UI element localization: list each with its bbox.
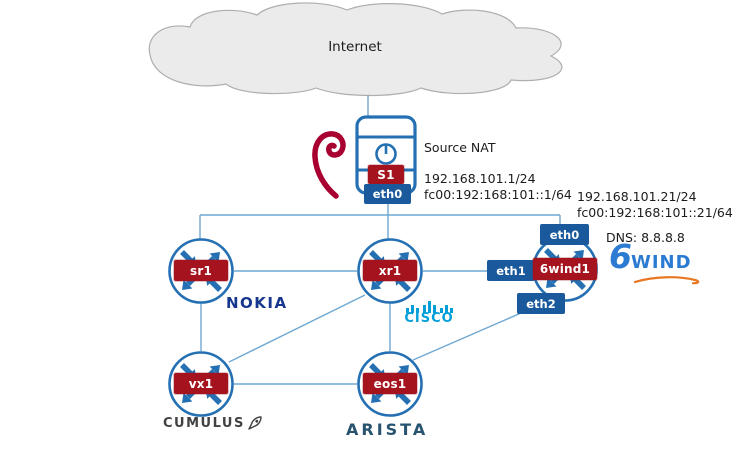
6wind-logo: 6 WIND [609, 237, 700, 285]
cisco-logo: CISCO [404, 300, 454, 325]
wan-ipv4: 192.168.101.21/24 [577, 189, 697, 204]
router-name-xr1: xr1 [363, 260, 417, 281]
router-name-sr1: sr1 [174, 260, 228, 281]
internet-label: Internet [328, 39, 382, 55]
router-name-vx1: vx1 [174, 373, 228, 394]
debian-logo-icon [312, 131, 346, 199]
wan-ip-block: 192.168.101.21/24 fc00:192:168:101::21/6… [577, 189, 733, 221]
6wind1-eth2-badge: eth2 [517, 293, 565, 314]
6wind1-eth0-badge: eth0 [540, 224, 589, 245]
server-eth0-badge: eth0 [364, 184, 411, 204]
6wind-logo-6: 6 [609, 237, 632, 276]
nokia-logo: NOKIA [226, 294, 288, 312]
router-name-eos1: eos1 [363, 373, 417, 394]
rocket-icon [248, 416, 262, 430]
server-name-badge: S1 [368, 165, 404, 184]
arista-logo: ARISTA [346, 420, 429, 439]
server-ip-block: 192.168.101.1/24 fc00:192:168:101::1/64 [424, 171, 572, 203]
6wind-swoosh-icon [633, 276, 700, 285]
6wind-logo-wind: WIND [630, 252, 692, 273]
cumulus-logo-text: CUMULUS [163, 415, 245, 431]
source-nat-label: Source NAT [424, 140, 496, 155]
server-ipv4: 192.168.101.1/24 [424, 171, 536, 186]
links [199, 95, 561, 385]
internet-cloud [148, 2, 563, 97]
cisco-logo-text: CISCO [404, 311, 454, 326]
cumulus-logo: CUMULUS [163, 415, 263, 431]
wan-ipv6: fc00:192:168:101::21/64 [577, 205, 733, 220]
router-name-6wind1: 6wind1 [533, 258, 597, 280]
server-ipv6: fc00:192:168:101::1/64 [424, 187, 572, 202]
cisco-bars-icon [405, 301, 453, 313]
6wind1-eth1-badge: eth1 [487, 260, 535, 281]
dns-label: DNS: 8.8.8.8 [606, 230, 685, 245]
